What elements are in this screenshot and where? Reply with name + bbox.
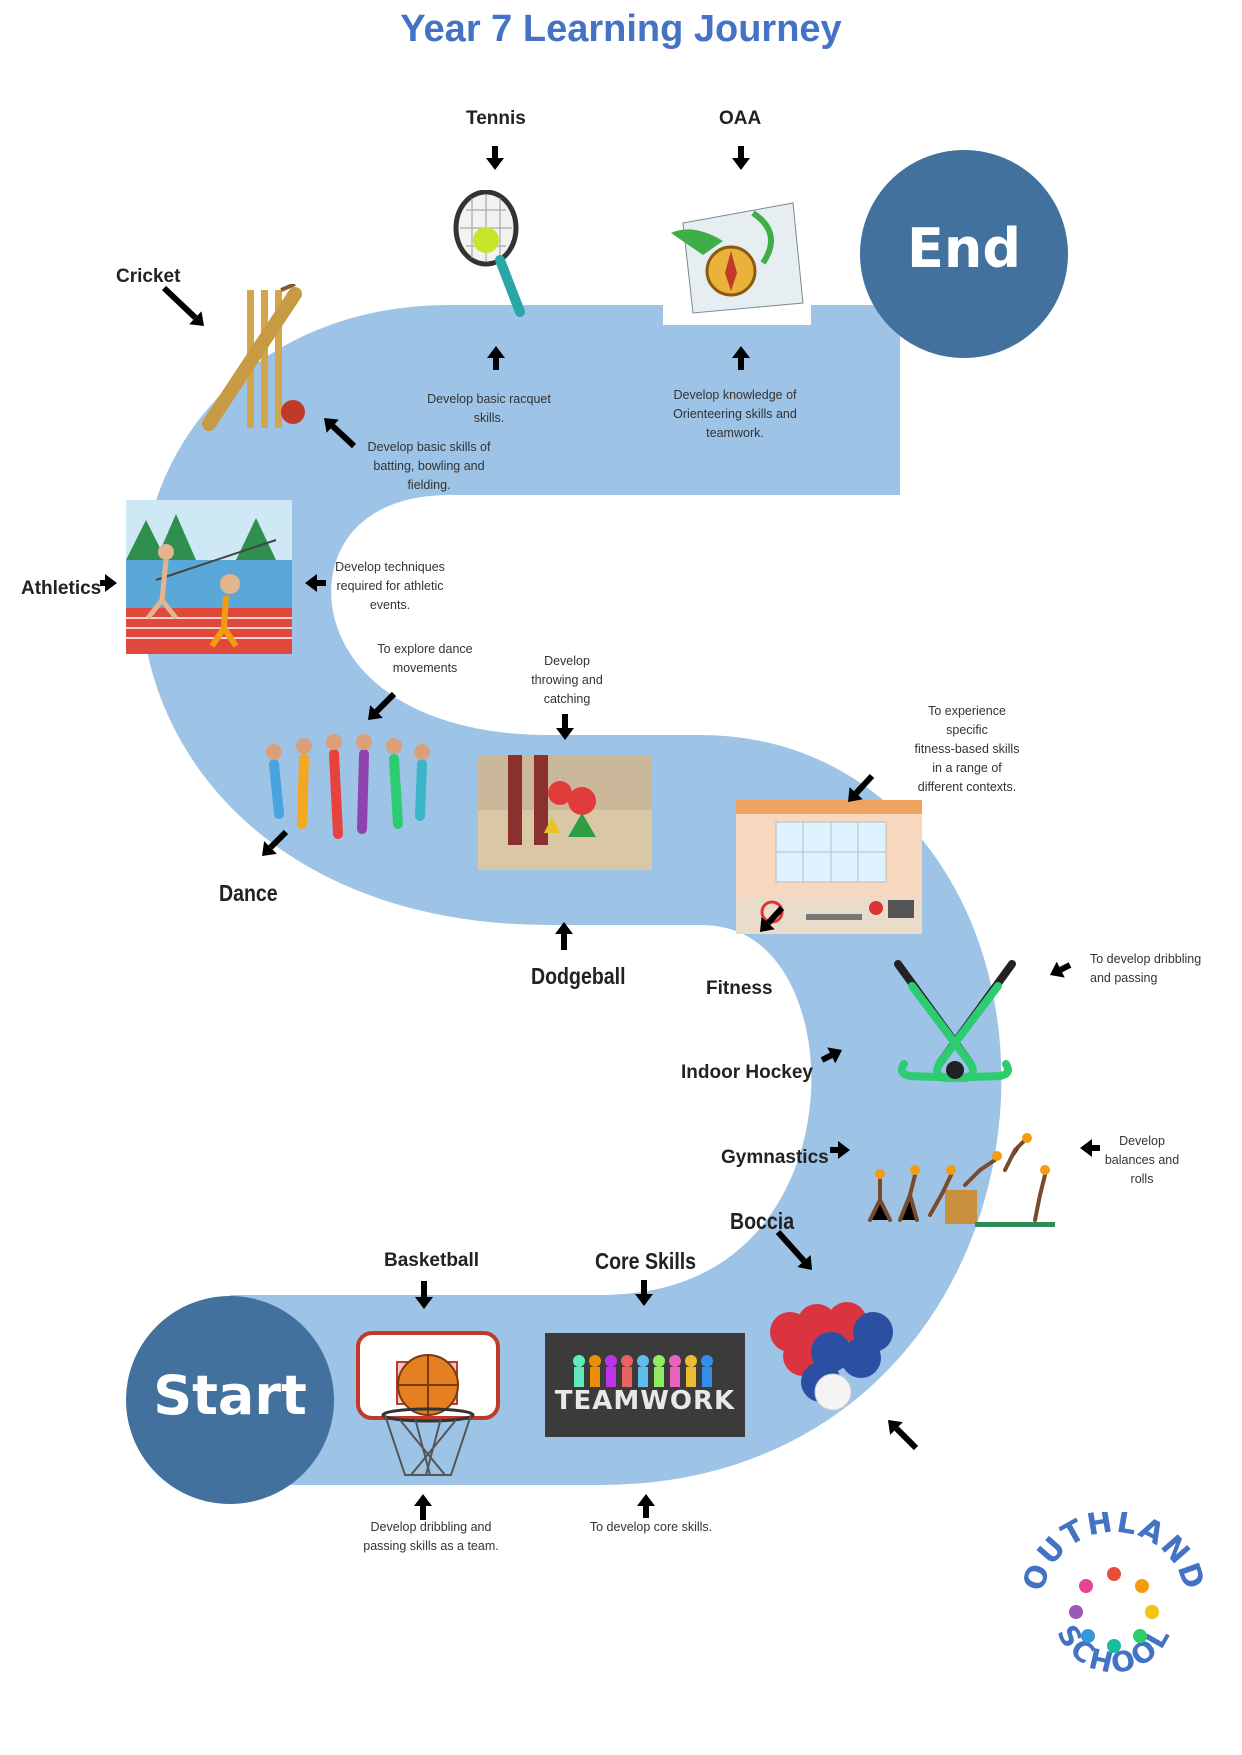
oaa-desc-arrow [732, 346, 750, 370]
oaa-arrow [732, 146, 750, 170]
dodgeball-image [478, 755, 652, 870]
basketball-description: Develop dribbling and passing skills as … [363, 1520, 499, 1553]
cricket-arrow [161, 285, 204, 326]
cricket-desc-arrow [324, 418, 357, 449]
start-disc [126, 1296, 334, 1504]
athletics-description: Develop techniques required for athletic… [335, 560, 445, 612]
gymnastics-label: Gymnastics [721, 1147, 829, 1168]
basketball-label: Basketball [384, 1250, 480, 1271]
athletics-label: Athletics [21, 578, 102, 599]
fitness-label: Fitness [706, 978, 773, 999]
gymnastics-image [868, 1133, 1055, 1227]
gymnastics-desc-arrow [1080, 1139, 1100, 1157]
basketball-arrow-down [415, 1281, 433, 1309]
end-label: End [907, 217, 1021, 280]
boccia-lower-arrow [888, 1420, 919, 1451]
tennis-arrow [486, 146, 504, 170]
tennis-label: Tennis [466, 108, 526, 129]
cricket-label: Cricket [116, 266, 181, 287]
oaa-label: OAA [719, 108, 762, 129]
fitness-gym-image [736, 800, 922, 934]
svg-text:SOUTHLANDS: SOUTHLANDS [1020, 1512, 1208, 1595]
fitness-arrow [760, 905, 785, 932]
boccia-balls-image [770, 1302, 893, 1411]
core-skills-arrow-down [635, 1280, 653, 1306]
dodgeball-arrow-down [556, 714, 574, 740]
gymnastics-arrow [830, 1141, 850, 1159]
athletics-arrow [100, 574, 117, 592]
teamwork-image-text: TEAMWORK [554, 1386, 736, 1416]
fitness-desc-arrow [848, 773, 875, 802]
southlands-logo: SOUTHLANDS SCHOOL [1020, 1512, 1208, 1680]
cricket-image [202, 284, 305, 431]
dance-label: Dance [219, 880, 278, 906]
fitness-description: To experience specific fitness-based ski… [914, 704, 1020, 794]
basketball-arrow-up [414, 1494, 432, 1520]
indoor-hockey-label: Indoor Hockey [681, 1062, 813, 1083]
page-title: Year 7 Learning Journey [400, 8, 842, 50]
basketball-hoop-image [356, 1331, 500, 1476]
teamwork-image [545, 1333, 745, 1437]
hockey-sticks-image [894, 960, 1016, 1083]
boccia-arrow [775, 1229, 812, 1270]
dodgeball-arrow-up [555, 922, 573, 950]
core-skills-arrow-up [637, 1494, 655, 1518]
indoor-hockey-arrow [820, 1047, 842, 1064]
gymnastics-description: Develop balances and rolls [1104, 1134, 1180, 1186]
indoor-hockey-description: To develop dribbling and passing [1090, 952, 1202, 985]
dance-description: To explore dance movements [377, 642, 473, 675]
end-disc [860, 150, 1068, 358]
indoor-hockey-desc-arrow [1050, 961, 1072, 978]
core-skills-description: To develop core skills. [589, 1520, 713, 1534]
start-label: Start [153, 1364, 307, 1427]
dodgeball-description: Develop throwing and catching [531, 654, 603, 706]
boccia-label: Boccia [730, 1208, 795, 1234]
athletics-image [126, 500, 292, 654]
tennis-racquet-image [453, 190, 525, 317]
dance-arrow [262, 829, 289, 856]
tennis-desc-arrow [487, 346, 505, 370]
dance-image [266, 734, 430, 839]
core-skills-label: Core Skills [595, 1248, 697, 1274]
athletics-desc-arrow [305, 574, 326, 592]
oaa-description: Develop knowledge of Orienteering skills… [673, 388, 797, 440]
orienteering-map-image [663, 193, 811, 325]
tennis-description: Develop basic racquet skills. [427, 392, 551, 425]
dance-desc-arrow [368, 691, 397, 720]
dodgeball-label: Dodgeball [531, 963, 626, 989]
cricket-description: Develop basic skills of batting, bowling… [367, 440, 491, 492]
